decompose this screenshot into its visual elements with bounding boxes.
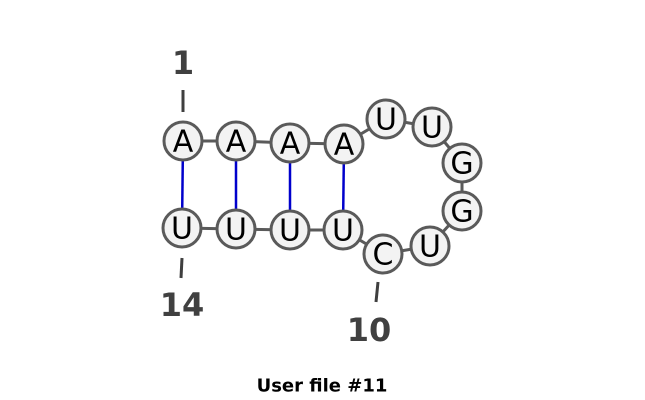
index-label-14: 14 <box>160 286 205 324</box>
nucleotide-circle <box>162 120 204 162</box>
nucleotide-2: A <box>215 120 257 162</box>
index-tick-14 <box>179 257 184 279</box>
nucleotide-circle <box>441 142 483 184</box>
nucleotide-circle <box>161 207 203 249</box>
nucleotide-base-label: U <box>279 214 301 249</box>
nucleotide-12: U <box>269 209 311 251</box>
nucleotide-13: U <box>215 208 257 250</box>
nucleotide-circle <box>215 120 257 162</box>
nucleotide-7: G <box>441 142 483 184</box>
nucleotide-9: U <box>409 225 451 267</box>
nucleotide-11: U <box>322 209 364 251</box>
index-label-10: 10 <box>347 311 392 349</box>
nucleotide-base-label: G <box>450 147 473 182</box>
nucleotide-base-label: U <box>171 212 193 247</box>
base-pair-layer <box>180 140 346 231</box>
nucleotide-circle <box>365 98 407 140</box>
index-label-1: 1 <box>172 44 194 82</box>
nucleotide-8: G <box>441 190 483 232</box>
nucleotide-base-label: U <box>375 103 397 138</box>
nucleotide-6: U <box>411 106 453 148</box>
nucleotide-circle <box>411 106 453 148</box>
nucleotide-circle <box>215 208 257 250</box>
nucleotide-base-label: U <box>332 214 354 249</box>
nucleotide-base-label: G <box>450 195 473 230</box>
nucleotide-base-label: U <box>225 213 247 248</box>
nucleotide-circle <box>362 233 404 275</box>
nucleotide-circle <box>269 122 311 164</box>
index-tick-layer <box>179 90 380 303</box>
nucleotide-3: A <box>269 122 311 164</box>
nucleotide-base-label: U <box>421 111 443 146</box>
nucleotide-base-label: C <box>373 238 394 273</box>
nucleotide-base-label: A <box>173 125 194 160</box>
nucleotide-circle <box>441 190 483 232</box>
index-tick-10 <box>374 281 380 303</box>
nucleotide-circle <box>323 123 365 165</box>
nucleotide-14: U <box>161 207 203 249</box>
nucleotide-base-label: A <box>334 128 355 163</box>
nucleotide-base-label: A <box>280 127 301 162</box>
nucleotide-10: C <box>362 233 404 275</box>
nucleotide-4: A <box>323 123 365 165</box>
nucleotide-1: A <box>162 120 204 162</box>
nucleotide-base-label: A <box>226 125 247 160</box>
nucleotide-5: U <box>365 98 407 140</box>
index-label-layer: 1 10 14 <box>160 44 392 349</box>
nucleotide-circle <box>269 209 311 251</box>
nucleotide-circle <box>409 225 451 267</box>
nucleotide-circle <box>322 209 364 251</box>
nucleotide-base-label: U <box>419 230 441 265</box>
diagram-caption: User file #11 <box>257 376 388 397</box>
